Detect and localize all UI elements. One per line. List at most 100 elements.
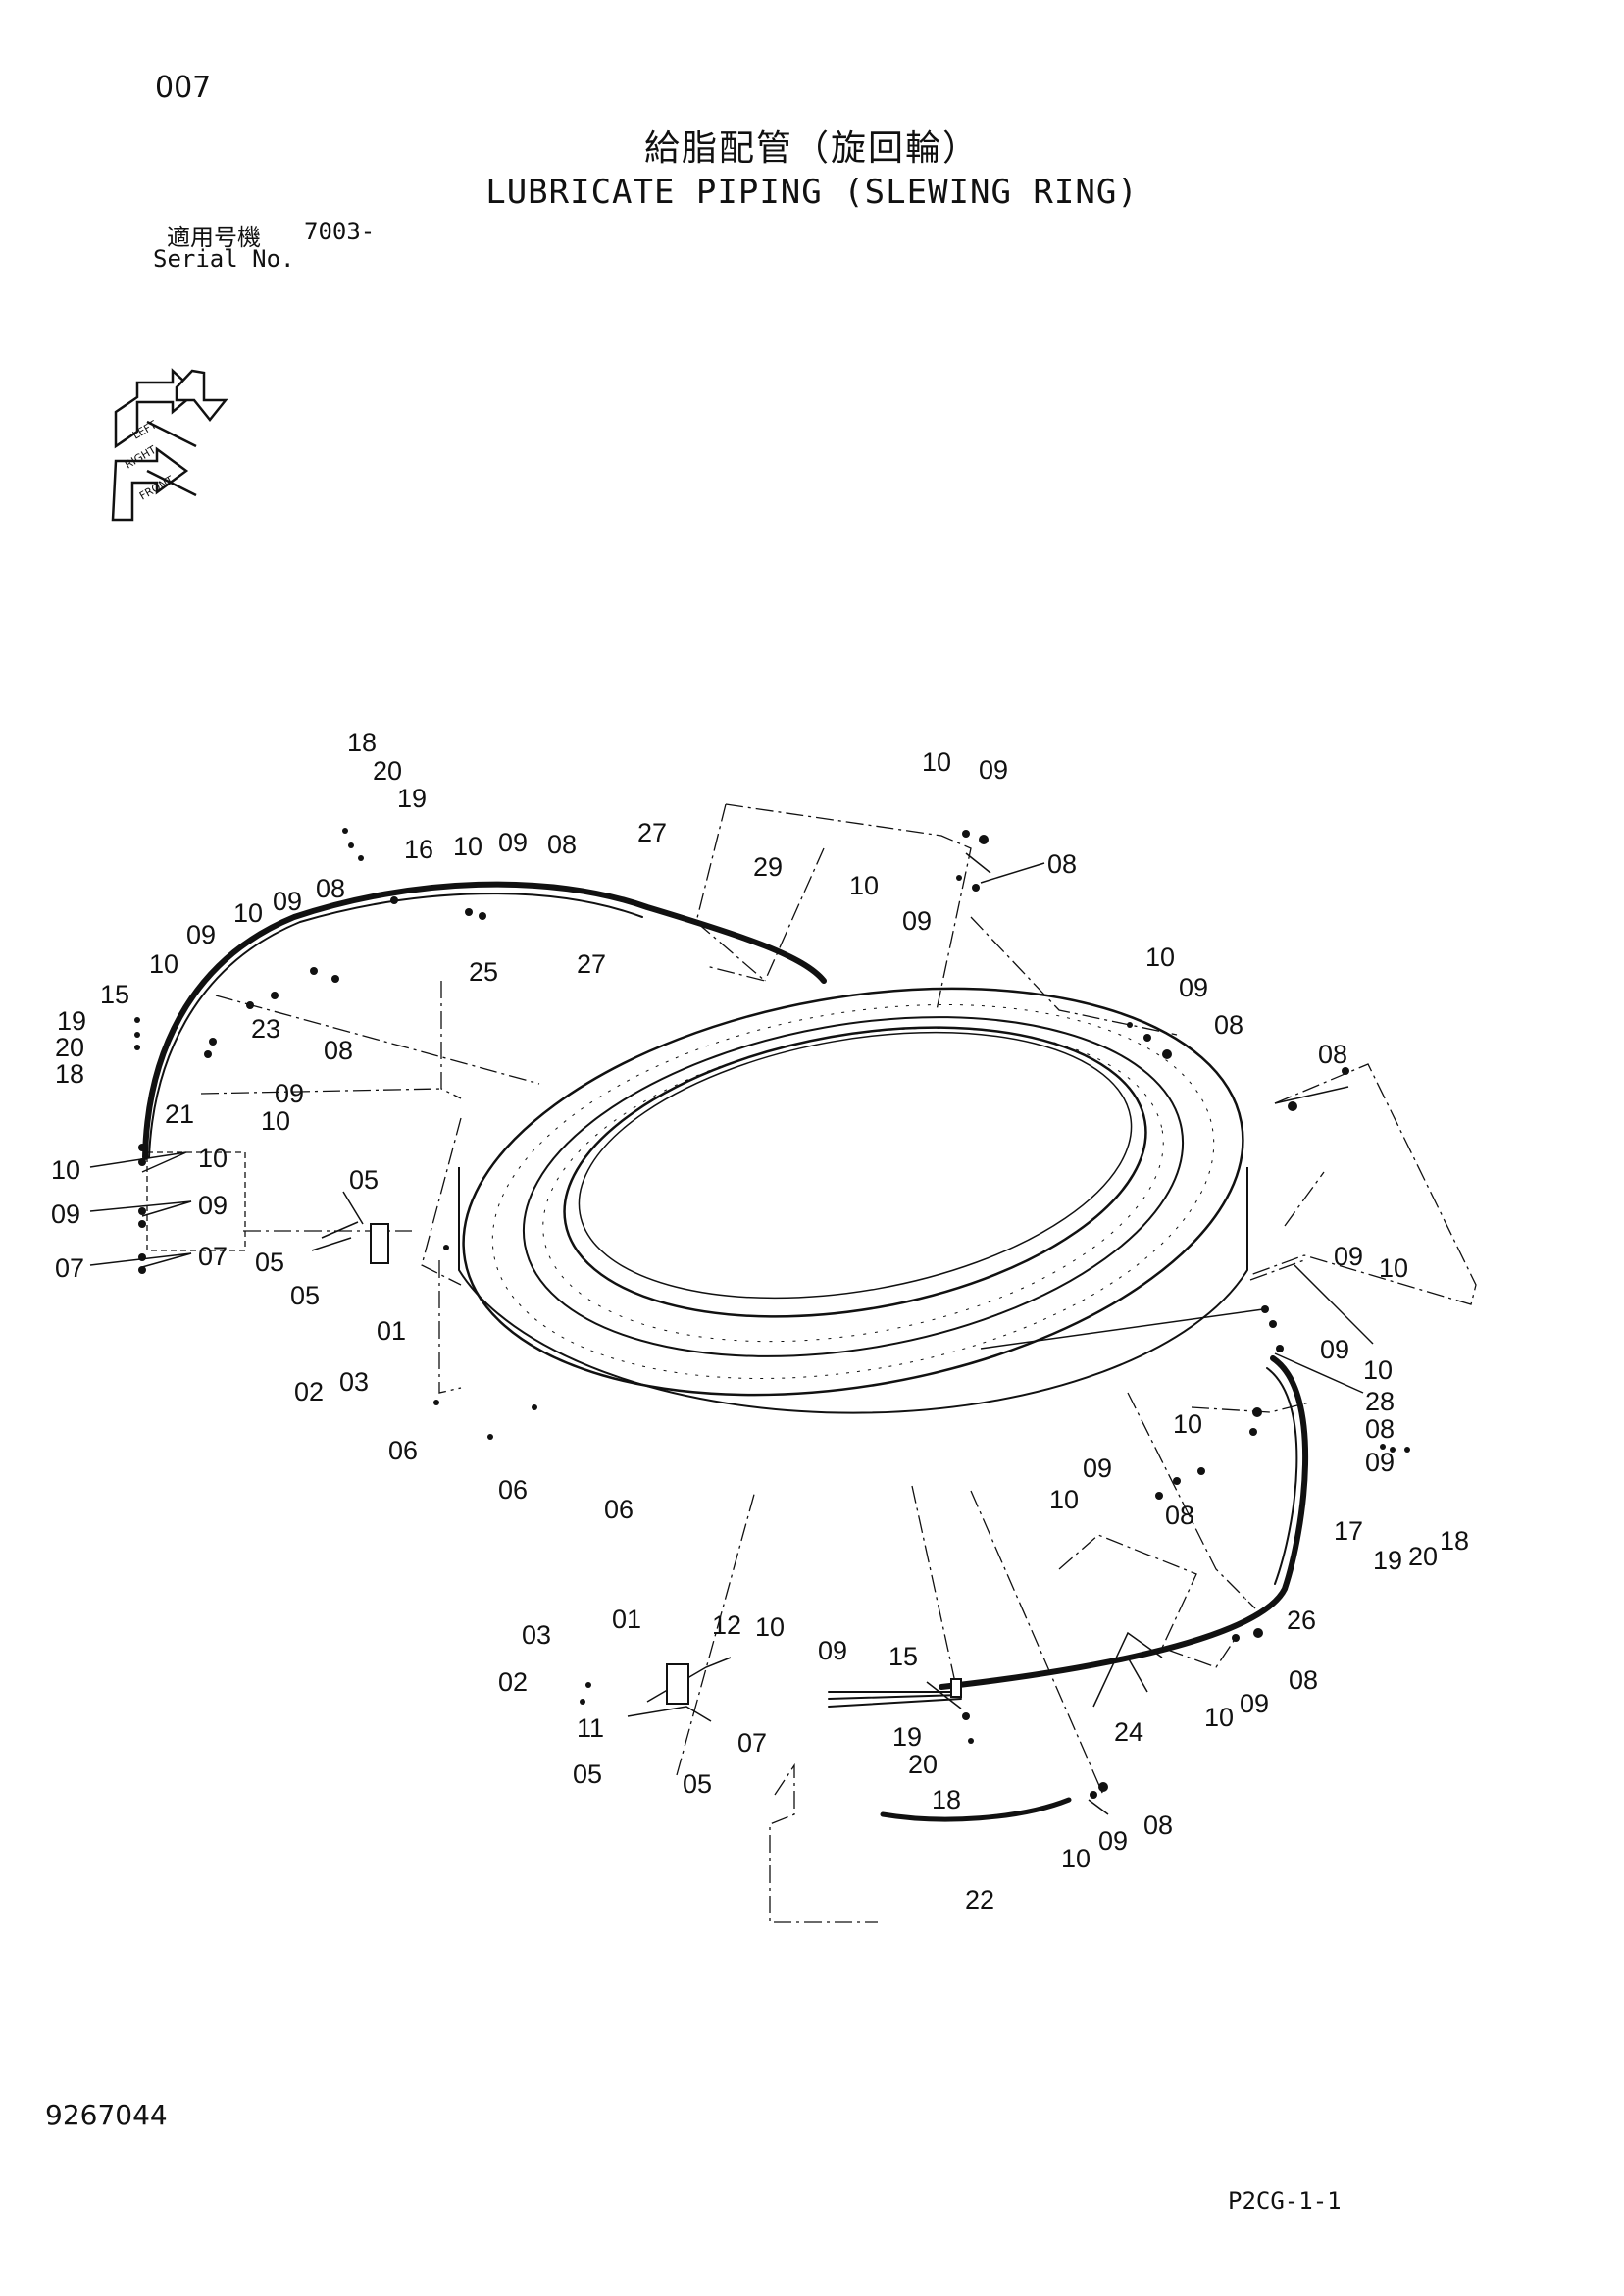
fitting-markers [134, 828, 1410, 1799]
part-number-label-tll-1: 09 [273, 887, 302, 916]
part-number-label-bot-19: 08 [1289, 1665, 1318, 1695]
part-number-label-bot-2: 01 [612, 1605, 641, 1634]
part-number-label-rr-11: 17 [1334, 1516, 1363, 1546]
part-number-label-tl-1: 20 [373, 756, 402, 786]
part-number-label-bot-22: 08 [1143, 1811, 1173, 1840]
part-number-label-bot-7: 02 [498, 1667, 528, 1697]
label-leaders [89, 852, 1374, 1815]
part-number-label-bot-12: 15 [888, 1642, 918, 1671]
part-number-label-lf-7: 05 [255, 1248, 284, 1277]
direction-arrow-icon: LEFT RIGHT FRONT [111, 368, 228, 522]
part-number-label-rr-13: 20 [1408, 1542, 1438, 1571]
part-number-label-tl-3: 16 [404, 835, 433, 864]
part-number-label-rr-5: 08 [1365, 1414, 1395, 1444]
part-number-label-bot-8: 11 [577, 1713, 604, 1743]
part-number-label-bot-14: 20 [908, 1750, 938, 1779]
part-number-label-rt-2: 08 [1214, 1010, 1243, 1040]
part-number-label-rr-10: 10 [1049, 1485, 1079, 1514]
grease-hoses [142, 881, 1309, 1822]
part-number-label-lf-3: 09 [198, 1191, 228, 1220]
title-japanese: 給脂配管（旋回輪） [643, 128, 980, 169]
part-number-label-bot-3: 12 [712, 1610, 741, 1640]
distributor-block-left [370, 1223, 389, 1264]
page-code: P2CG-1-1 [1228, 2187, 1342, 2215]
part-number-label-lf-12: 06 [388, 1436, 418, 1465]
part-number-label-bot-16: 24 [1114, 1717, 1143, 1747]
part-number-label-lf-0: 10 [51, 1155, 80, 1185]
serial-value: 7003- [304, 218, 376, 245]
part-number-label-tll-12: 10 [261, 1106, 290, 1136]
part-number-label-bot-1: 06 [604, 1495, 634, 1524]
part-number-label-tll-11: 09 [275, 1079, 304, 1108]
part-number-label-lf-10: 02 [294, 1377, 324, 1406]
part-number-label-bot-13: 19 [892, 1722, 922, 1752]
part-number-label-tl-0: 18 [347, 728, 377, 757]
part-number-label-bot-4: 10 [755, 1612, 785, 1642]
part-number-label-lf-6: 05 [349, 1165, 379, 1195]
part-number-label-tll-10: 18 [55, 1059, 84, 1089]
part-number-label-bot-21: 09 [1098, 1826, 1128, 1856]
part-number-label-rt-0: 10 [1145, 943, 1175, 972]
part-number-label-top-1: 09 [979, 755, 1008, 785]
part-number-label-rr-7: 09 [1365, 1448, 1395, 1477]
part-number-label-top-4: 09 [902, 906, 932, 936]
part-number-label-rr-0: 09 [1334, 1242, 1363, 1271]
document-number: 9267044 [45, 2099, 168, 2131]
part-number-label-tl-6: 08 [547, 830, 577, 859]
part-number-label-lf-4: 07 [55, 1253, 84, 1283]
part-number-label-bot-9: 07 [737, 1728, 767, 1758]
part-number-label-bot-20: 10 [1061, 1844, 1091, 1873]
part-number-label-rr-14: 18 [1440, 1526, 1469, 1556]
part-number-label-bot-6: 03 [522, 1620, 551, 1650]
part-number-label-tll-0: 10 [233, 898, 263, 928]
distributor-blocks [370, 1223, 962, 1705]
part-number-label-tl-9: 25 [469, 957, 498, 987]
page-number: 007 [155, 71, 212, 105]
part-number-label-bot-10: 05 [573, 1760, 602, 1789]
routing-lines [200, 803, 1477, 1923]
part-number-label-bot-5: 09 [818, 1636, 847, 1665]
part-number-label-tll-9: 20 [55, 1033, 84, 1062]
part-number-label-top-0: 10 [922, 747, 951, 777]
left-fitting-bracket [146, 1151, 246, 1251]
part-number-label-lf-8: 05 [290, 1281, 320, 1310]
part-number-label-rr-8: 09 [1083, 1454, 1112, 1483]
part-number-label-bot-11: 05 [683, 1769, 712, 1799]
distributor-block-bottom [666, 1663, 689, 1705]
part-number-label-rr-4: 28 [1365, 1387, 1395, 1416]
part-number-label-rr-3: 10 [1363, 1355, 1393, 1385]
part-number-label-tll-13: 21 [165, 1099, 194, 1129]
part-number-label-bot-23: 22 [965, 1885, 994, 1914]
part-number-label-rr-1: 10 [1379, 1253, 1408, 1283]
part-number-label-tll-4: 10 [149, 949, 178, 979]
slewing-ring [458, 987, 1248, 1414]
part-number-label-bot-0: 06 [498, 1475, 528, 1505]
part-number-label-rr-15: 26 [1287, 1606, 1316, 1635]
part-number-label-rt-3: 08 [1318, 1040, 1347, 1069]
part-number-label-rr-12: 19 [1373, 1546, 1402, 1575]
part-number-label-tl-10: 27 [577, 949, 606, 979]
part-number-label-rr-2: 09 [1320, 1335, 1349, 1364]
part-number-label-tl-8: 29 [753, 852, 783, 882]
title-english: LUBRICATE PIPING (SLEWING RING) [485, 173, 1139, 212]
part-number-label-tll-7: 08 [324, 1036, 353, 1065]
serial-label-japanese: 適用号機 [167, 224, 261, 251]
part-number-label-tll-2: 08 [316, 874, 345, 903]
part-number-label-tll-8: 19 [57, 1006, 86, 1036]
part-number-label-lf-2: 09 [51, 1199, 80, 1229]
part-number-label-lf-9: 01 [377, 1316, 406, 1346]
part-number-label-lf-5: 07 [198, 1242, 228, 1271]
part-number-label-tll-5: 15 [100, 980, 129, 1009]
part-number-label-bot-17: 10 [1204, 1703, 1234, 1732]
part-number-label-tll-6: 23 [251, 1014, 280, 1044]
part-number-label-tl-4: 10 [453, 832, 482, 861]
part-number-label-tl-5: 09 [498, 828, 528, 857]
part-number-label-top-3: 10 [849, 871, 879, 900]
part-number-label-tl-7: 27 [637, 818, 667, 847]
part-number-label-rr-6: 10 [1173, 1409, 1202, 1439]
part-number-label-tll-3: 09 [186, 920, 216, 949]
part-number-label-bot-15: 18 [932, 1785, 961, 1814]
part-number-label-lf-1: 10 [198, 1144, 228, 1173]
